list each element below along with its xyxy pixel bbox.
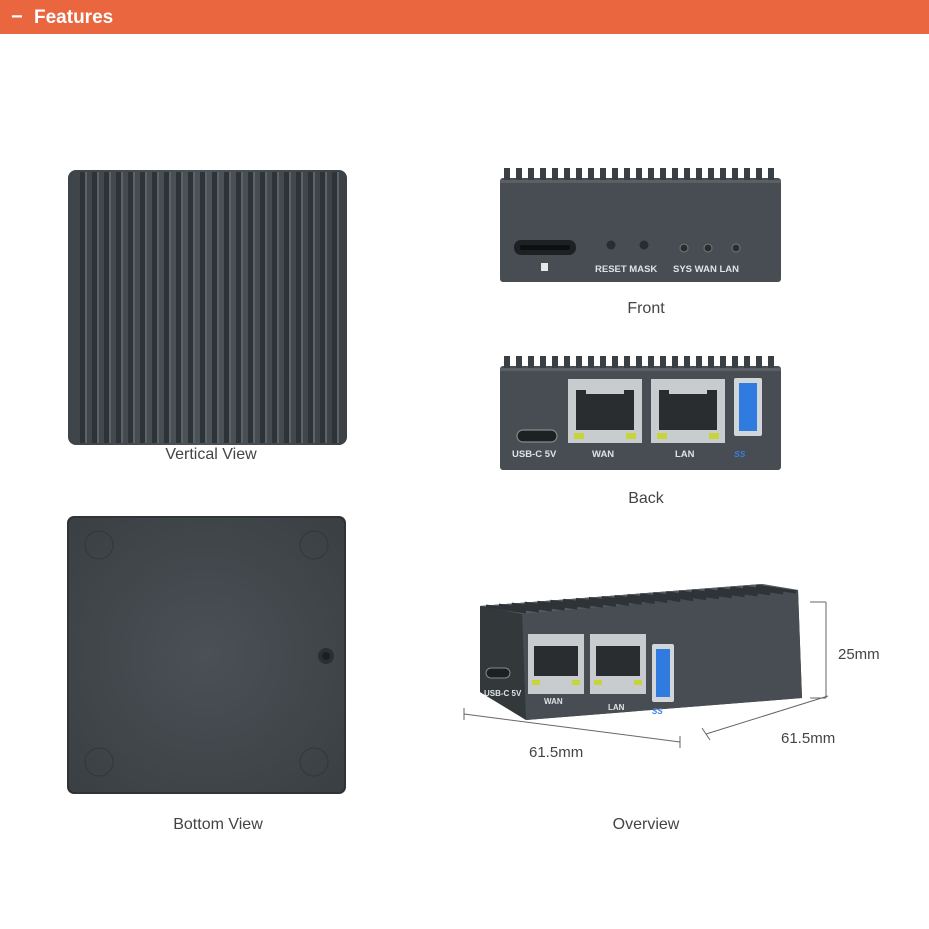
vertical-view-image (68, 170, 347, 445)
section-header: − Features (0, 0, 929, 34)
overview-lan-port-icon (590, 634, 646, 694)
front-leds-label: SYS WAN LAN (673, 264, 739, 275)
overview-lan-label: LAN (608, 703, 625, 712)
overview-image: USB-C 5V WAN LAN SS (463, 584, 829, 748)
back-usb-label: USB-C 5V (512, 449, 557, 460)
section-title: Features (34, 7, 114, 28)
front-view-caption: Front (627, 300, 665, 317)
bottom-view-image (67, 516, 346, 794)
overview-wan-port-icon (528, 634, 584, 694)
usb3-port-icon (734, 378, 762, 436)
front-view-image: RESET MASK SYS WAN LAN (500, 168, 781, 282)
wan-port-icon (568, 379, 642, 443)
dimension-lines (463, 601, 829, 748)
overview-usb3-port-icon (652, 644, 674, 702)
back-view-image: USB-C 5V WAN LAN SS (500, 356, 781, 470)
back-wan-label: WAN (592, 449, 614, 460)
overview-ss-label: SS (652, 707, 663, 716)
bottom-view-caption: Bottom View (173, 816, 263, 833)
overview-wan-label: WAN (544, 697, 563, 706)
overview-caption: Overview (612, 816, 680, 833)
depth-dimension: 61.5mm (781, 730, 836, 747)
front-buttons-label: RESET MASK (595, 264, 657, 275)
back-lan-label: LAN (675, 449, 695, 460)
overview-usb-label: USB-C 5V (484, 689, 522, 698)
back-view-caption: Back (628, 490, 664, 507)
minus-icon[interactable]: − (11, 6, 23, 28)
back-ss-label: SS (734, 449, 746, 459)
height-dimension: 25mm (838, 646, 880, 663)
width-dimension: 61.5mm (529, 744, 584, 761)
vertical-view-caption: Vertical View (165, 446, 257, 463)
lan-port-icon (651, 379, 725, 443)
